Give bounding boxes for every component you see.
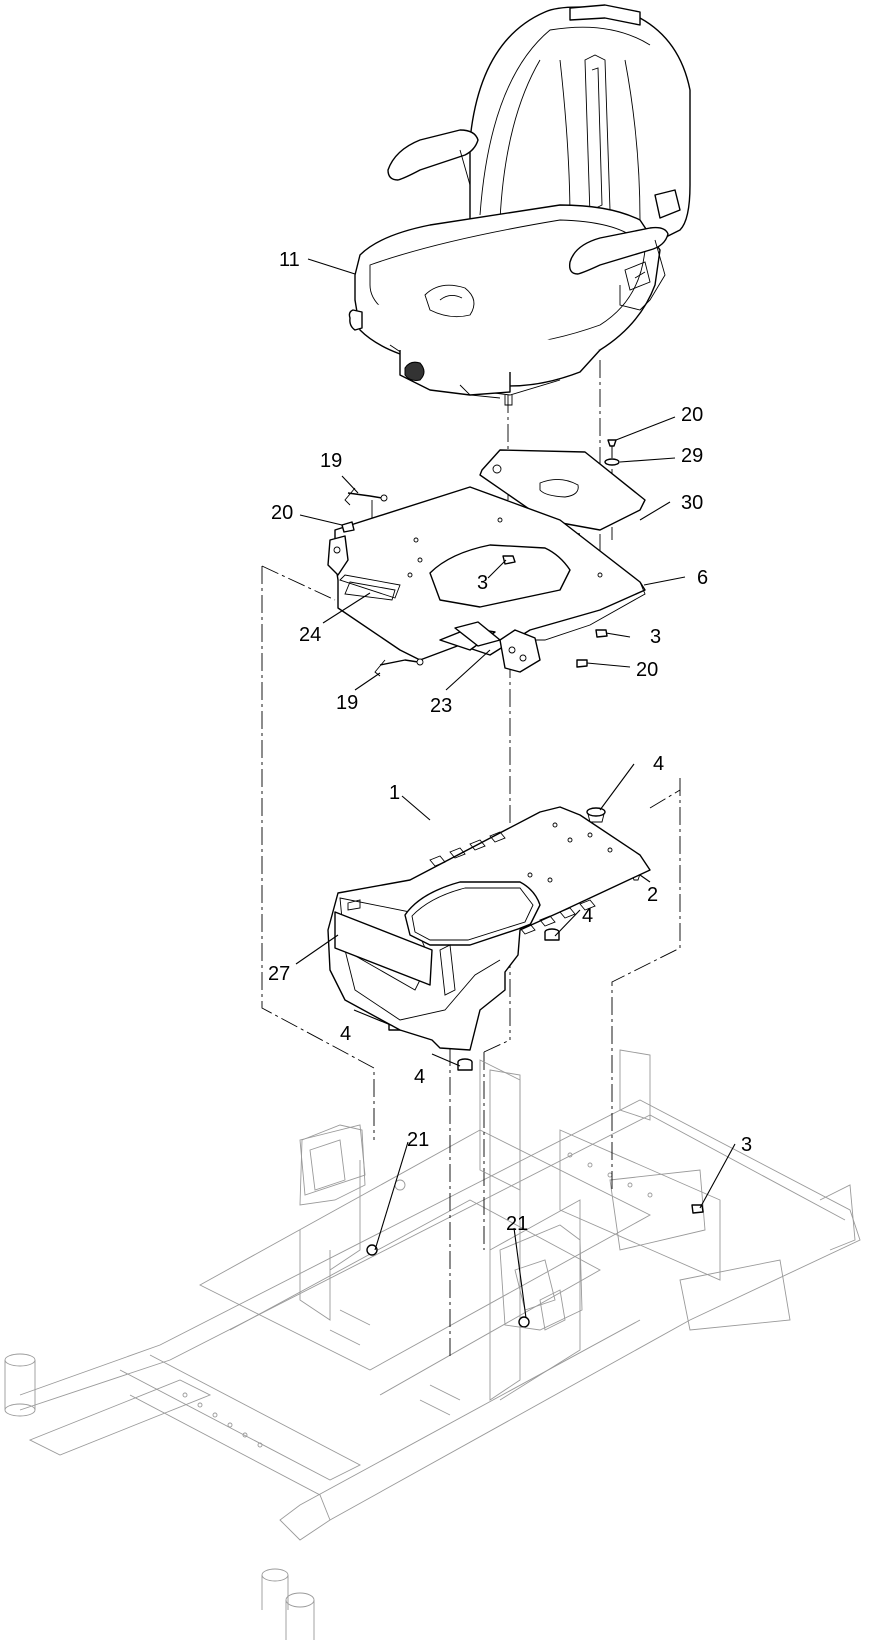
seat-plate [327, 486, 646, 673]
callout-19: 19 [336, 692, 358, 714]
callout-20: 20 [681, 404, 703, 426]
callout-3: 3 [477, 572, 488, 594]
callout-21: 21 [506, 1213, 528, 1235]
seat-assembly [348, 4, 691, 406]
leader-lines [295, 258, 736, 1319]
callout-20: 20 [636, 659, 658, 681]
callout-23: 23 [430, 695, 452, 717]
frame-brackets [299, 1059, 583, 1331]
callout-27: 27 [268, 963, 290, 985]
callout-11: 11 [279, 249, 300, 271]
callout-21: 21 [407, 1129, 429, 1151]
callout-19: 19 [320, 450, 342, 472]
callout-29: 29 [681, 445, 703, 467]
left-armrest [387, 129, 479, 181]
callout-3: 3 [650, 626, 661, 648]
callout-4: 4 [653, 753, 664, 775]
callout-4: 4 [582, 905, 593, 927]
callout-24: 24 [299, 624, 321, 646]
callout-30: 30 [681, 492, 703, 514]
callout-2: 2 [647, 884, 658, 906]
callout-4: 4 [340, 1023, 351, 1045]
callout-1: 1 [389, 782, 400, 804]
callout-labels: 11 20 29 30 19 20 3 6 24 3 20 19 23 4 1 … [268, 249, 752, 1235]
right-armrest [568, 226, 669, 275]
callout-6: 6 [697, 567, 708, 589]
callout-4: 4 [414, 1066, 425, 1088]
callout-3: 3 [741, 1134, 752, 1156]
decals [334, 621, 501, 986]
mower-frame [4, 1049, 861, 1640]
callout-20: 20 [271, 502, 293, 524]
